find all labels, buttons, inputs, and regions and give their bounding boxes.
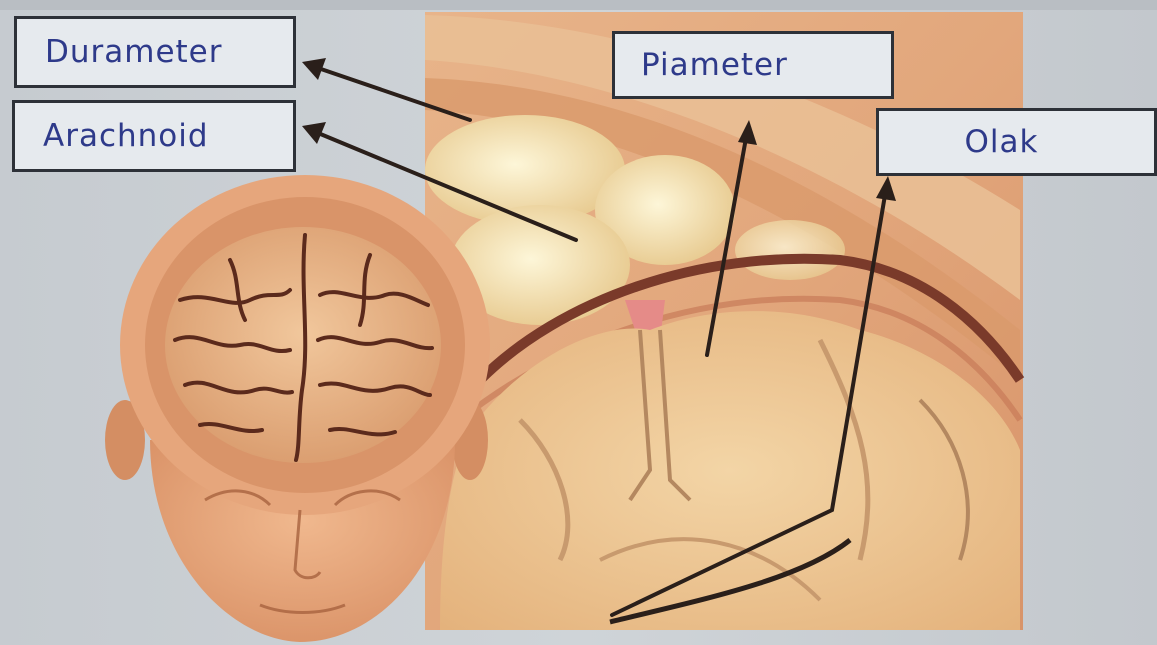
olak-label: Olak <box>876 108 1157 176</box>
arachnoid-label: Arachnoid <box>12 100 296 172</box>
cross-section-illustration <box>425 12 1023 630</box>
durameter-label-text: Durameter <box>45 34 223 70</box>
durameter-label: Durameter <box>14 16 296 88</box>
piameter-label: Piameter <box>612 31 894 99</box>
arachnoid-label-text: Arachnoid <box>43 118 209 154</box>
piameter-label-text: Piameter <box>641 47 788 83</box>
olak-label-text: Olak <box>965 124 1039 160</box>
